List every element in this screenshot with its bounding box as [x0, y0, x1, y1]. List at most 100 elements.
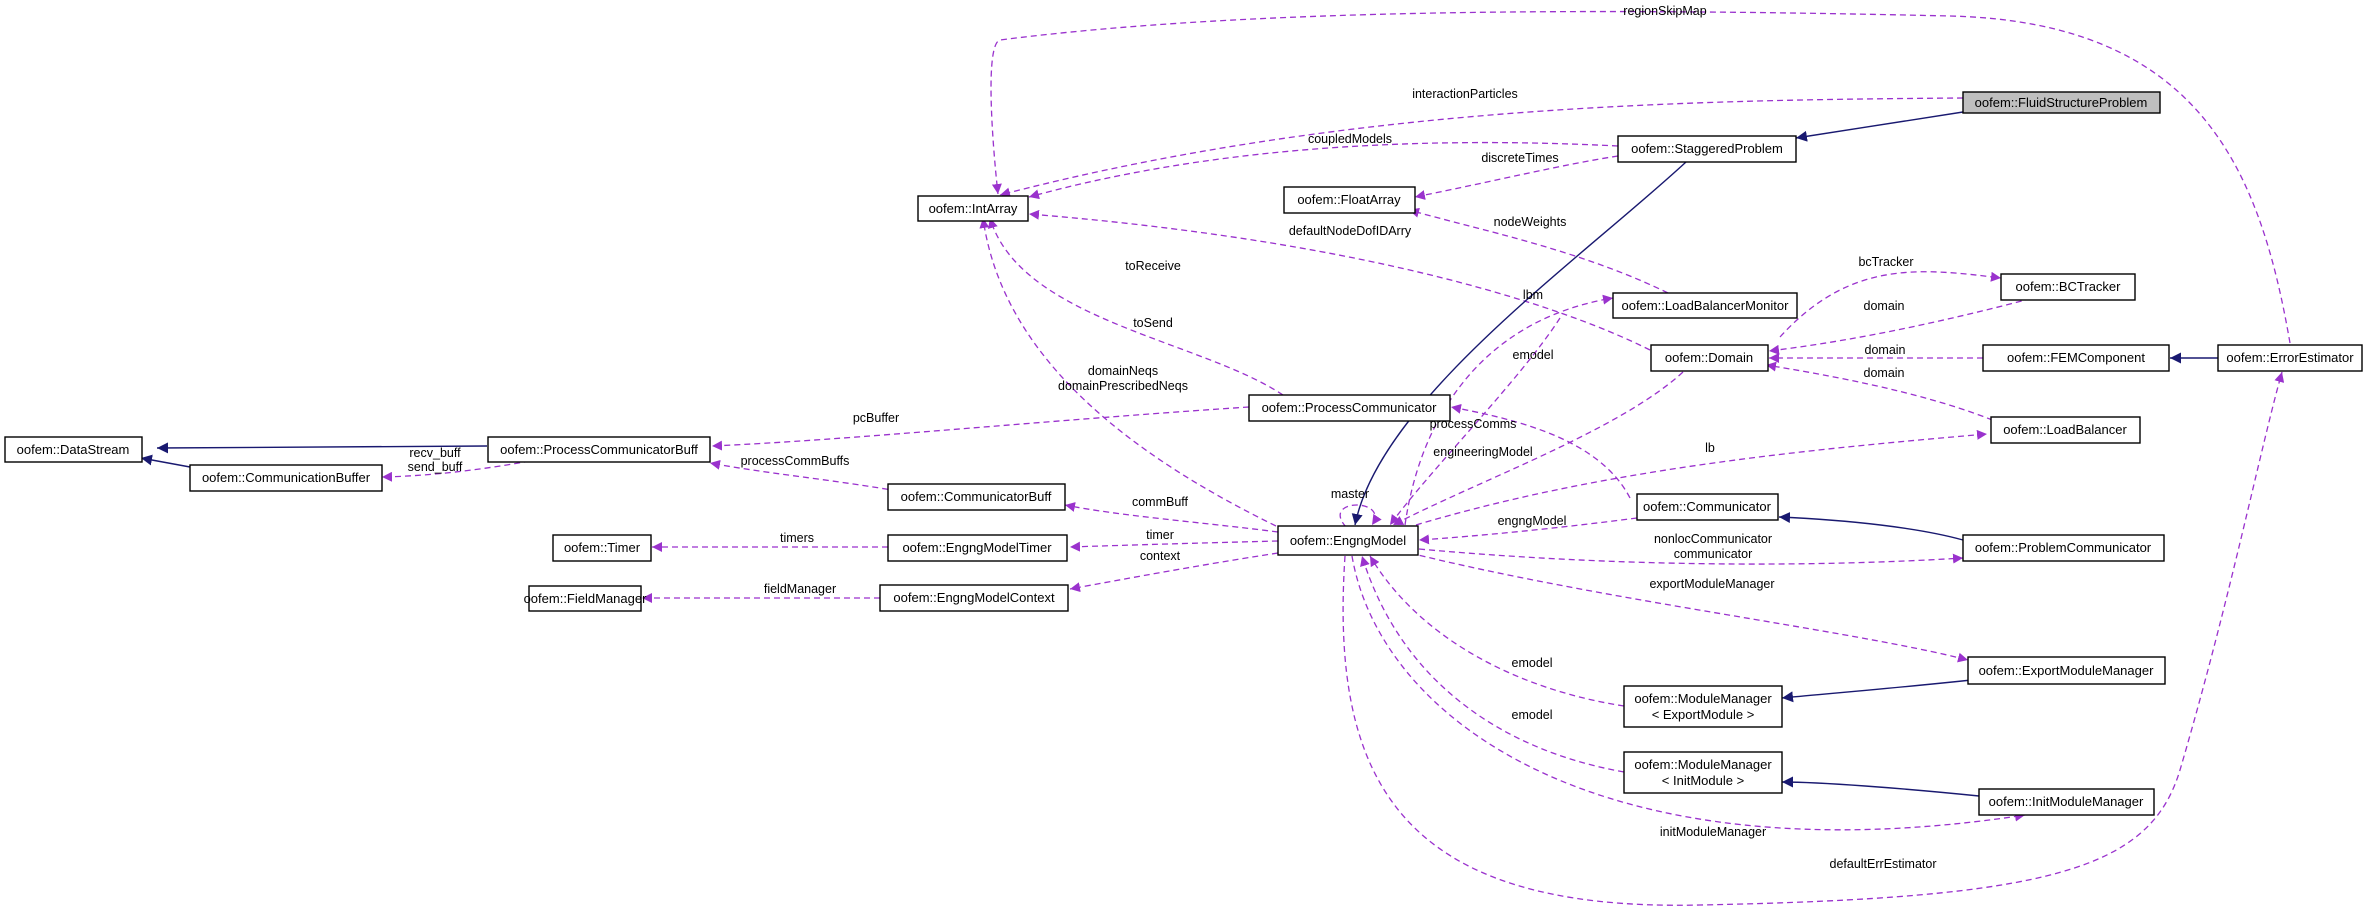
- node-bctracker[interactable]: oofem::BCTracker: [2000, 273, 2136, 301]
- label-domainprescribedneqs: domainPrescribedNeqs: [1058, 379, 1188, 393]
- node-timer[interactable]: oofem::Timer: [552, 534, 652, 562]
- label-pcbuffer: pcBuffer: [853, 411, 899, 425]
- node-initmodulemanager[interactable]: oofem::InitModuleManager: [1978, 788, 2155, 816]
- node-label: oofem::IntArray: [929, 201, 1018, 216]
- node-floatarray[interactable]: oofem::FloatArray: [1283, 186, 1416, 214]
- node-label: oofem::EngngModel: [1290, 533, 1406, 548]
- node-problemcommunicator[interactable]: oofem::ProblemCommunicator: [1962, 534, 2165, 562]
- node-engngmodeltimer[interactable]: oofem::EngngModelTimer: [887, 534, 1068, 562]
- node-label: oofem::FloatArray: [1297, 192, 1401, 207]
- label-commbuff: commBuff: [1132, 495, 1189, 509]
- label-lb: lb: [1705, 441, 1715, 455]
- node-label: oofem::ProblemCommunicator: [1975, 540, 2152, 555]
- edge-lbm: [1404, 294, 1614, 526]
- node-communicationbuffer[interactable]: oofem::CommunicationBuffer: [189, 464, 383, 492]
- edge-master: [1339, 504, 1382, 528]
- edge-nonloccommunicator: [1418, 548, 1964, 565]
- edge-processcomms: [1450, 403, 1631, 499]
- edge-coupledmodels: [1028, 141, 1619, 200]
- node-processcommunicator[interactable]: oofem::ProcessCommunicator: [1248, 394, 1451, 422]
- label-engngmodel: engngModel: [1498, 514, 1567, 528]
- node-modulemanager-exportmodule[interactable]: oofem::ModuleManager < ExportModule >: [1623, 685, 1783, 728]
- inherit-problemcomm-communicator: [1778, 511, 1964, 541]
- node-exportmodulemanager[interactable]: oofem::ExportModuleManager: [1967, 656, 2166, 685]
- node-label: oofem::FluidStructureProblem: [1975, 95, 2148, 110]
- node-datastream[interactable]: oofem::DataStream: [4, 436, 143, 463]
- node-label: oofem::FEMComponent: [2007, 350, 2145, 365]
- label-emodel-modman-init: emodel: [1512, 708, 1553, 722]
- label-regionskipmap: regionSkipMap: [1623, 4, 1706, 18]
- node-engngmodel[interactable]: oofem::EngngModel: [1277, 525, 1419, 556]
- node-label: oofem::EngngModelTimer: [902, 540, 1052, 555]
- node-label-line2: < ExportModule >: [1652, 707, 1755, 722]
- label-emodel-modman-export: emodel: [1512, 656, 1553, 670]
- edge-context: [1069, 552, 1279, 593]
- node-label: oofem::StaggeredProblem: [1631, 141, 1783, 156]
- edge-exportmodulemanager: [1409, 552, 1969, 663]
- label-bctracker: bcTracker: [1858, 255, 1913, 269]
- inherit-fluid-staggered: [1795, 111, 1964, 142]
- edge-lb: [1415, 429, 1988, 526]
- label-lbm: lbm: [1523, 288, 1543, 302]
- node-label: oofem::LoadBalancer: [2003, 422, 2127, 437]
- node-fieldmanager[interactable]: oofem::FieldManager: [524, 585, 648, 612]
- label-timers: timers: [780, 531, 814, 545]
- label-domain-bctracker: domain: [1864, 299, 1905, 313]
- node-label: oofem::ExportModuleManager: [1979, 663, 2155, 678]
- label-domain-femcomponent: domain: [1865, 343, 1906, 357]
- node-label: oofem::CommunicationBuffer: [202, 470, 371, 485]
- node-staggeredproblem[interactable]: oofem::StaggeredProblem: [1617, 135, 1797, 163]
- node-intarray[interactable]: oofem::IntArray: [917, 195, 1029, 222]
- node-label: oofem::LoadBalancerMonitor: [1622, 298, 1790, 313]
- edge-commbuff: [1064, 502, 1279, 533]
- edge-bctracker: [1779, 271, 2002, 338]
- label-toreceive: toReceive: [1125, 259, 1181, 273]
- edge-domainneqs: [979, 217, 1277, 527]
- label-interactionparticles: interactionParticles: [1412, 87, 1518, 101]
- node-label: oofem::BCTracker: [2016, 279, 2122, 294]
- inherit-staggered-engngmodel: [1351, 161, 1687, 526]
- label-coupledmodels: coupledModels: [1308, 132, 1392, 146]
- node-loadbalancer[interactable]: oofem::LoadBalancer: [1990, 416, 2141, 444]
- node-engngmodelcontext[interactable]: oofem::EngngModelContext: [879, 584, 1069, 612]
- label-emodel-lbmonitor: emodel: [1513, 348, 1554, 362]
- edge-emodel-modman-export: [1369, 555, 1625, 707]
- node-label: oofem::ProcessCommunicator: [1262, 400, 1438, 415]
- label-defaulterrestimator: defaultErrEstimator: [1830, 857, 1937, 871]
- inherit-initmm-modman: [1781, 776, 1980, 797]
- edge-pcbuffer: [711, 406, 1250, 451]
- nodes: oofem::FluidStructureProblem oofem::Stag…: [4, 91, 2363, 816]
- node-label: oofem::Timer: [564, 540, 641, 555]
- edge-discretetimes: [1414, 155, 1619, 200]
- label-nonloccommunicator: nonlocCommunicator: [1654, 532, 1772, 546]
- inherit-pcbuff-datastream: [156, 442, 488, 454]
- label-exportmodulemanager: exportModuleManager: [1649, 577, 1774, 591]
- label-context: context: [1140, 549, 1181, 563]
- node-modulemanager-initmodule[interactable]: oofem::ModuleManager < InitModule >: [1623, 751, 1783, 794]
- node-label-line1: oofem::ModuleManager: [1634, 691, 1772, 706]
- label-processcomms: processComms: [1430, 417, 1517, 431]
- inherit-commbuffer-datastream: [140, 454, 191, 468]
- label-defaultnodedofidarry: defaultNodeDofIDArry: [1289, 224, 1412, 238]
- node-label: oofem::EngngModelContext: [893, 590, 1055, 605]
- node-domain[interactable]: oofem::Domain: [1650, 344, 1769, 372]
- edge-labels: regionSkipMap interactionParticles coupl…: [408, 4, 1937, 871]
- label-fieldmanager: fieldManager: [764, 582, 836, 596]
- node-communicator[interactable]: oofem::Communicator: [1636, 493, 1779, 521]
- label-domain-loadbalancer: domain: [1864, 366, 1905, 380]
- node-processcommunicatorbuff[interactable]: oofem::ProcessCommunicatorBuff: [487, 436, 711, 463]
- node-errorestimator[interactable]: oofem::ErrorEstimator: [2217, 344, 2363, 372]
- label-timer: timer: [1146, 528, 1174, 542]
- node-fluidstructureproblem[interactable]: oofem::FluidStructureProblem: [1962, 91, 2161, 114]
- edge-domain-bctracker: [1768, 295, 2042, 355]
- edge-toreceive-tosend: [988, 217, 1284, 396]
- edge-emodel-lbmonitor: [1389, 317, 1561, 526]
- label-domainneqs: domainNeqs: [1088, 364, 1158, 378]
- node-label: oofem::InitModuleManager: [1989, 794, 2144, 809]
- node-loadbalancermonitor[interactable]: oofem::LoadBalancerMonitor: [1612, 292, 1798, 319]
- node-label: oofem::Domain: [1665, 350, 1753, 365]
- node-communicatorbuff[interactable]: oofem::CommunicatorBuff: [887, 483, 1066, 511]
- node-femcomponent[interactable]: oofem::FEMComponent: [1982, 344, 2170, 372]
- edge-processcommbuffs: [709, 459, 899, 492]
